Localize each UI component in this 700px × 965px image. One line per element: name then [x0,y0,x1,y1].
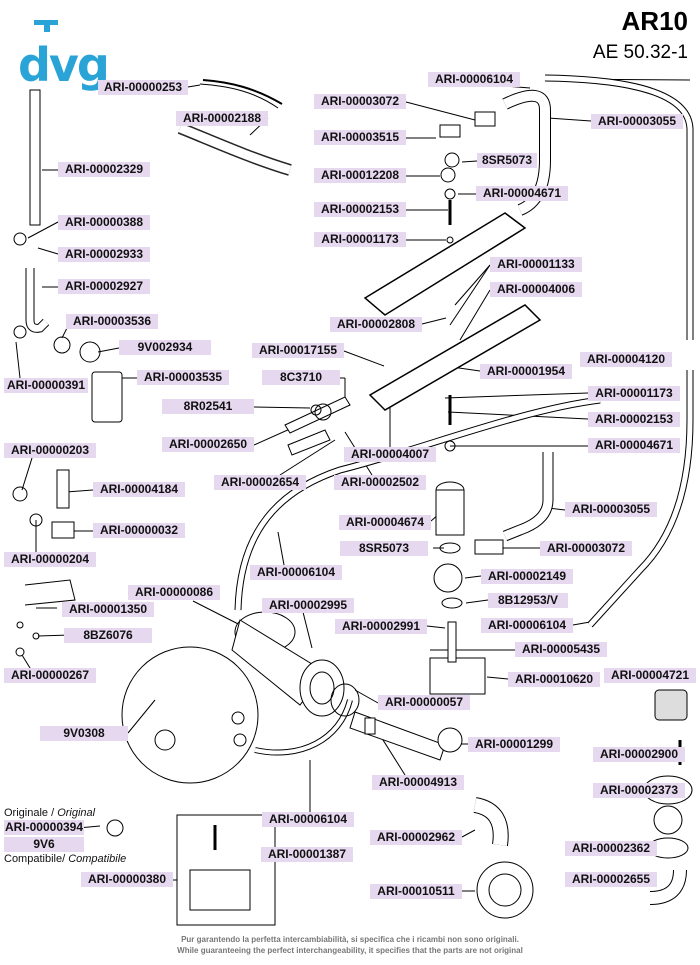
part-label[interactable]: ARI-00003535 [137,370,229,385]
part-label[interactable]: ARI-00003055 [591,114,683,129]
part-label[interactable]: ARI-00004671 [588,438,680,453]
part-label[interactable]: ARI-00001173 [588,386,680,401]
part-label[interactable]: ARI-00002900 [593,747,685,762]
part-label[interactable]: ARI-00004671 [476,186,568,201]
part-label[interactable]: ARI-00000380 [81,872,173,887]
part-label[interactable]: ARI-00006104 [262,812,354,827]
part-label[interactable]: ARI-00000204 [4,552,96,567]
part-label[interactable]: ARI-00004674 [339,515,431,530]
part-label[interactable]: ARI-00003072 [540,541,632,556]
part-label[interactable]: ARI-00002153 [588,412,680,427]
part-label[interactable]: 8SR5073 [340,541,428,556]
part-label[interactable]: ARI-00010620 [508,672,600,687]
part-label[interactable]: ARI-00001350 [62,602,154,617]
part-label[interactable]: ARI-00004007 [344,447,436,462]
tap-icon [34,20,58,32]
part-label[interactable]: ARI-00002362 [565,841,657,856]
part-label[interactable]: ARI-00006104 [250,565,342,580]
part-label[interactable]: ARI-00001299 [468,737,560,752]
part-label[interactable]: ARI-00002927 [58,279,150,294]
brand-logo: dvg [8,14,110,92]
part-label[interactable]: ARI-00001133 [490,257,582,272]
disclaimer-it: Pur garantendo la perfetta intercambiabi… [181,935,519,944]
part-label[interactable]: ARI-00000267 [4,668,96,683]
part-label[interactable]: ARI-00003515 [314,130,406,145]
part-label[interactable]: ARI-00006104 [481,618,573,633]
part-label[interactable]: 8B12953/V [488,593,568,608]
part-label[interactable]: ARI-00003055 [565,502,657,517]
part-label[interactable]: ARI-00017155 [252,343,344,358]
part-label[interactable]: ARI-00003536 [66,314,158,329]
part-label[interactable]: 8BZ6076 [64,628,152,643]
part-label[interactable]: ARI-00001387 [261,847,353,862]
part-label[interactable]: ARI-00005435 [515,642,607,657]
original-note: Originale / Original [4,807,96,819]
part-label[interactable]: ARI-00002654 [214,475,306,490]
brand-name: dvg [18,38,110,92]
part-label[interactable]: ARI-00012208 [314,168,406,183]
part-label[interactable]: 9V0308 [40,726,128,741]
model-title: AR10 [621,6,688,36]
part-label[interactable]: 8R02541 [162,399,254,414]
part-label[interactable]: ARI-00000086 [128,585,220,600]
part-label[interactable]: ARI-00002188 [176,111,268,126]
part-label[interactable]: ARI-00000394 [4,820,84,835]
part-label[interactable]: ARI-00002933 [58,247,150,262]
part-label[interactable]: ARI-00000253 [98,80,188,95]
part-label[interactable]: ARI-00004913 [372,775,464,790]
part-label[interactable]: ARI-00002149 [481,569,573,584]
part-label[interactable]: ARI-00000032 [93,523,185,538]
part-label[interactable]: 8SR5073 [477,153,537,168]
part-label[interactable]: ARI-00002153 [314,202,406,217]
part-label[interactable]: ARI-00002655 [565,872,657,887]
part-label[interactable]: ARI-00000388 [58,215,150,230]
part-label[interactable]: 9V6 [4,837,84,852]
part-label[interactable]: ARI-00010511 [370,884,462,899]
part-label[interactable]: ARI-00002995 [262,598,354,613]
part-label[interactable]: 9V002934 [119,340,211,355]
part-label[interactable]: ARI-00000057 [378,695,470,710]
part-label[interactable]: ARI-00004184 [93,482,185,497]
part-label[interactable]: ARI-00004120 [580,352,672,367]
part-label[interactable]: ARI-00002373 [593,783,685,798]
model-reference: AE 50.32-1 [592,42,688,63]
part-label[interactable]: ARI-00002502 [334,475,426,490]
part-label[interactable]: ARI-00002650 [162,437,254,452]
part-label[interactable]: ARI-00001173 [314,232,406,247]
part-label[interactable]: ARI-00001954 [480,364,572,379]
part-label[interactable]: ARI-00002329 [58,162,150,177]
part-label[interactable]: 8C3710 [262,370,340,385]
part-label[interactable]: ARI-00004721 [604,668,696,683]
part-label[interactable]: ARI-00002991 [335,619,427,634]
part-label[interactable]: ARI-00000203 [4,443,96,458]
part-label[interactable]: ARI-00003072 [314,94,406,109]
part-label[interactable]: ARI-00002808 [330,317,422,332]
compatible-note: Compatibile/ Compatibile [4,853,127,865]
disclaimer-en: While guaranteeing the perfect interchan… [177,946,523,955]
part-label[interactable]: ARI-00006104 [428,72,520,87]
part-label[interactable]: ARI-00000391 [4,378,88,393]
part-label[interactable]: ARI-00004006 [490,282,582,297]
part-label[interactable]: ARI-00002962 [370,830,462,845]
